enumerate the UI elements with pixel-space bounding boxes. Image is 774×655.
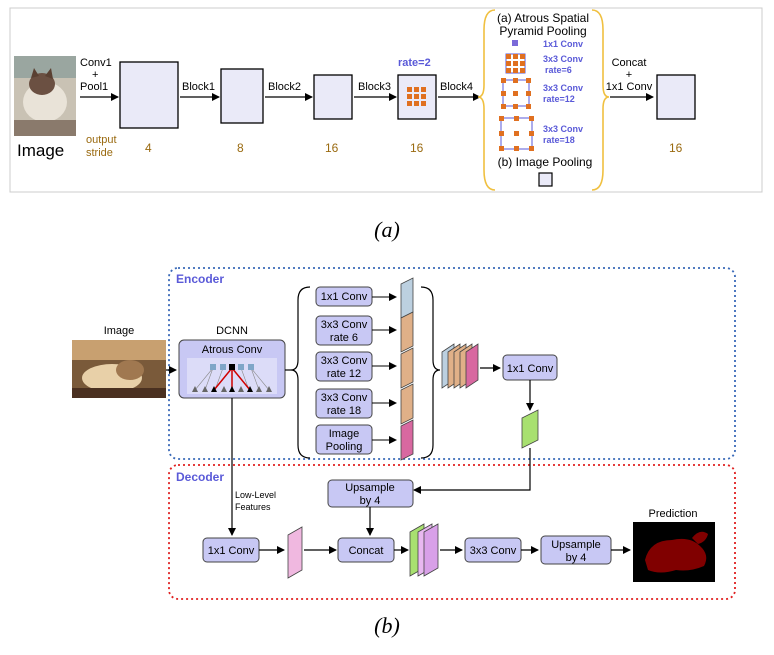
aspp-title-2: Pyramid Pooling: [499, 24, 586, 38]
concat-label-2: +: [626, 69, 632, 81]
prediction-label: Prediction: [649, 508, 698, 520]
upsample-label-1: Upsample: [345, 482, 395, 494]
feature-map-output: [656, 74, 696, 120]
block1-label: Block1: [182, 81, 215, 93]
stride-16c: 16: [669, 141, 683, 155]
stride-16a: 16: [325, 141, 339, 155]
output-stride-label-2: stride: [86, 147, 113, 159]
aspp-right-brace: [591, 9, 610, 191]
aspp-r12-label-1: 3x3 Conv: [543, 83, 583, 93]
rate6-label-1: 3x3 Conv: [321, 319, 368, 331]
concat-label-1: Concat: [612, 57, 647, 69]
dcnn-label: DCNN: [216, 325, 248, 337]
image-pooling-box: [538, 172, 553, 187]
cat-image-a: [14, 56, 76, 136]
aspp-left-brace: [477, 9, 496, 191]
rate18-label-1: 3x3 Conv: [321, 392, 368, 404]
prediction-mask: [633, 522, 715, 582]
aspp-output-pool-slab: [400, 419, 414, 461]
decoder-frame: [168, 464, 736, 600]
decoder-concat-label: Concat: [349, 545, 384, 557]
aspp-rate6-kernel: [505, 53, 526, 74]
aspp-r12-label-2: rate=12: [543, 94, 575, 104]
caption-a: (a): [374, 217, 400, 242]
stride-8: 8: [237, 141, 244, 155]
aspp-r6-label-2: rate=6: [545, 65, 572, 75]
feature-map-stride4: [119, 61, 179, 129]
aspp-1x1-label: 1x1 Conv: [543, 39, 583, 49]
aspp-1x1-label-b: 1x1 Conv: [321, 291, 368, 303]
caption-b: (b): [374, 613, 400, 638]
rate12-label-1: 3x3 Conv: [321, 355, 368, 367]
low-level-label-1: Low-Level: [235, 490, 276, 500]
low-level-label-2: Features: [235, 502, 271, 512]
encoder-output-slab: [521, 409, 539, 449]
aspp-output-r6-slab: [400, 311, 414, 353]
image-pooling-label: (b) Image Pooling: [498, 155, 593, 169]
atrous-rate2-kernel: [407, 87, 426, 106]
rate18-label-2: rate 18: [327, 405, 361, 417]
panel-a-frame: [9, 7, 763, 193]
aspp-output-r18-slab: [400, 383, 414, 425]
aspp-right-brace-b: [420, 286, 441, 459]
block3-label: Block3: [358, 81, 391, 93]
aspp-rate18-kernel: [499, 116, 534, 151]
pool1-label: Pool1: [80, 81, 108, 93]
aspp-left-brace-b: [290, 286, 311, 459]
cat-image-b: [72, 340, 166, 398]
upsample-out-label-1: Upsample: [551, 539, 601, 551]
decoder-concat-slab: [409, 523, 439, 577]
decoder-label: Decoder: [176, 470, 224, 484]
aspp-r18-label-1: 3x3 Conv: [543, 124, 583, 134]
rate12-label-2: rate 12: [327, 368, 361, 380]
concat-label-3: 1x1 Conv: [606, 81, 653, 93]
output-stride-label-1: output: [86, 134, 117, 146]
rate6-label-2: rate 6: [330, 332, 358, 344]
encoder-1x1-label: 1x1 Conv: [507, 363, 554, 375]
image-label-a: Image: [17, 141, 64, 160]
aspp-r18-label-2: rate=18: [543, 135, 575, 145]
encoder-label: Encoder: [176, 272, 224, 286]
block4-label: Block4: [440, 81, 473, 93]
concat-stack: [441, 343, 479, 389]
feature-map-stride8: [220, 68, 264, 124]
aspp-1x1-kernel: [512, 40, 518, 46]
aspp-rate12-kernel: [501, 78, 531, 109]
block2-label: Block2: [268, 81, 301, 93]
upsample-out-label-2: by 4: [566, 552, 587, 564]
rate-label: rate=2: [398, 57, 431, 69]
conv1-label: Conv1: [80, 57, 112, 69]
arrow-encoder-upsample: [413, 448, 531, 494]
pool-label-1: Image: [329, 428, 360, 440]
stride-16b: 16: [410, 141, 424, 155]
upsample-label-2: by 4: [360, 495, 381, 507]
decoder-3x3-label: 3x3 Conv: [470, 545, 517, 557]
stride-4: 4: [145, 141, 152, 155]
atrous-conv-label: Atrous Conv: [202, 344, 263, 356]
aspp-output-1x1-slab: [400, 277, 414, 319]
pool-label-2: Pooling: [326, 441, 363, 453]
conv1-plus: +: [92, 69, 98, 81]
atrous-conv-icon: [187, 358, 277, 394]
low-level-slab: [287, 526, 303, 579]
feature-map-stride16a: [313, 74, 353, 120]
aspp-r6-label-1: 3x3 Conv: [543, 54, 583, 64]
image-label-b: Image: [104, 325, 135, 337]
aspp-title-1: (a) Atrous Spatial: [497, 11, 589, 25]
decoder-1x1-label: 1x1 Conv: [208, 545, 255, 557]
aspp-output-r12-slab: [400, 347, 414, 389]
